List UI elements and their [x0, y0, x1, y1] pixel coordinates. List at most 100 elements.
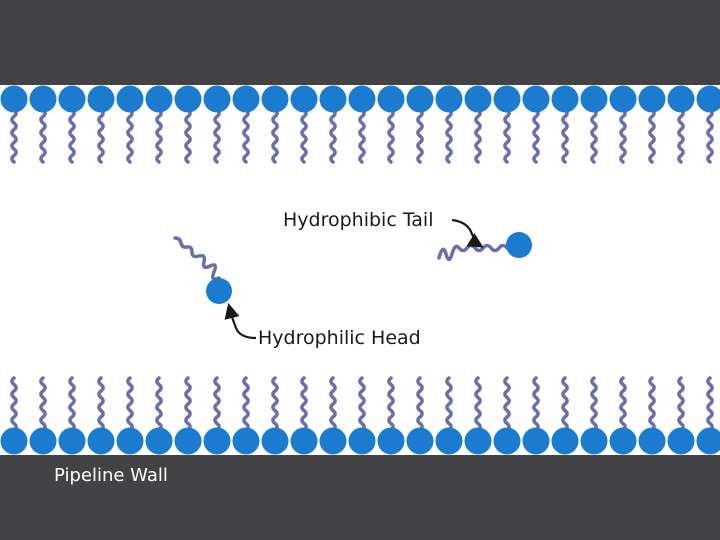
surfactant-molecule	[493, 85, 521, 164]
surfactant-molecule	[609, 376, 637, 455]
molecule-tail-icon	[619, 108, 627, 164]
surfactant-molecule	[551, 376, 579, 455]
molecule-head-icon	[493, 85, 521, 113]
molecule-head-icon	[638, 427, 666, 455]
surfactant-molecule	[522, 376, 550, 455]
surfactant-molecule	[0, 85, 28, 164]
surfactant-molecule	[551, 85, 579, 164]
molecule-head-icon	[261, 427, 289, 455]
molecule-head-icon	[116, 427, 144, 455]
molecule-tail-icon	[173, 236, 221, 281]
molecule-tail-icon	[561, 376, 569, 432]
surfactant-molecule	[319, 376, 347, 455]
molecule-tail-icon	[677, 108, 685, 164]
molecule-head-icon	[435, 427, 463, 455]
molecule-head-icon	[206, 278, 232, 304]
free-molecule-right	[437, 232, 532, 262]
surfactant-molecule	[145, 376, 173, 455]
molecule-tail-icon	[619, 376, 627, 432]
molecule-head-icon	[377, 427, 405, 455]
surfactant-molecule	[290, 85, 318, 164]
molecule-tail-icon	[648, 376, 656, 432]
surfactant-molecule	[435, 376, 463, 455]
molecule-tail-icon	[10, 108, 18, 164]
surfactant-molecule	[522, 85, 550, 164]
molecule-head-icon	[58, 427, 86, 455]
molecule-head-icon	[290, 85, 318, 113]
molecule-tail-icon	[155, 376, 163, 432]
molecule-head-icon	[435, 85, 463, 113]
molecule-tail-icon	[503, 376, 511, 432]
surfactant-molecule	[377, 376, 405, 455]
surfactant-molecule	[261, 376, 289, 455]
molecule-tail-icon	[503, 108, 511, 164]
surfactant-molecule	[87, 376, 115, 455]
surfactant-molecule	[290, 376, 318, 455]
molecule-tail-icon	[271, 376, 279, 432]
molecule-tail-icon	[474, 376, 482, 432]
surfactant-molecule	[232, 85, 260, 164]
molecule-head-icon	[145, 427, 173, 455]
molecule-head-icon	[406, 85, 434, 113]
molecule-tail-icon	[10, 376, 18, 432]
molecule-head-icon	[609, 85, 637, 113]
tail-pointer-arrow-icon	[451, 218, 484, 248]
molecule-tail-icon	[126, 108, 134, 164]
top-surfactant-layer	[0, 85, 720, 164]
molecule-head-icon	[377, 85, 405, 113]
molecule-head-icon	[319, 85, 347, 113]
molecule-head-icon	[696, 427, 720, 455]
molecule-head-icon	[29, 85, 57, 113]
surfactant-molecule	[348, 376, 376, 455]
molecule-head-icon	[493, 427, 521, 455]
molecule-head-icon	[551, 427, 579, 455]
surfactant-molecule	[464, 85, 492, 164]
tail-label: Hydrophibic Tail	[283, 209, 433, 231]
molecule-head-icon	[232, 427, 260, 455]
molecule-tail-icon	[590, 108, 598, 164]
molecule-tail-icon	[474, 108, 482, 164]
molecule-head-icon	[609, 427, 637, 455]
molecule-tail-icon	[648, 108, 656, 164]
surfactant-molecule	[348, 85, 376, 164]
molecule-tail-icon	[561, 108, 569, 164]
molecule-tail-icon	[271, 108, 279, 164]
molecule-head-icon	[174, 427, 202, 455]
surfactant-molecule	[609, 85, 637, 164]
molecule-tail-icon	[184, 108, 192, 164]
surfactant-molecule	[145, 85, 173, 164]
molecule-tail-icon	[126, 376, 134, 432]
molecule-head-icon	[174, 85, 202, 113]
molecule-tail-icon	[706, 376, 714, 432]
molecule-tail-icon	[387, 108, 395, 164]
surfactant-molecule	[406, 85, 434, 164]
molecule-head-icon	[348, 427, 376, 455]
surfactant-molecule	[435, 85, 463, 164]
molecule-head-icon	[406, 427, 434, 455]
surfactant-molecule	[58, 85, 86, 164]
surfactant-molecule	[203, 85, 231, 164]
surfactant-molecule	[319, 85, 347, 164]
molecule-tail-icon	[437, 243, 509, 262]
molecule-tail-icon	[68, 376, 76, 432]
molecule-tail-icon	[300, 108, 308, 164]
surfactant-molecule	[116, 376, 144, 455]
surfactant-molecule	[580, 376, 608, 455]
molecule-head-icon	[580, 427, 608, 455]
molecule-tail-icon	[445, 376, 453, 432]
surfactant-molecule	[0, 376, 28, 455]
bottom-surfactant-layer	[0, 376, 720, 455]
molecule-tail-icon	[590, 376, 598, 432]
surfactant-molecule	[696, 85, 720, 164]
molecule-head-icon	[551, 85, 579, 113]
bottom-pipeline-wall	[0, 455, 720, 540]
molecule-tail-icon	[329, 376, 337, 432]
surfactant-molecule	[29, 85, 57, 164]
molecule-head-icon	[667, 427, 695, 455]
molecule-tail-icon	[416, 376, 424, 432]
molecule-head-icon	[29, 427, 57, 455]
surfactant-molecule	[116, 85, 144, 164]
head-label: Hydrophilic Head	[258, 327, 421, 349]
surfactant-molecule	[203, 376, 231, 455]
